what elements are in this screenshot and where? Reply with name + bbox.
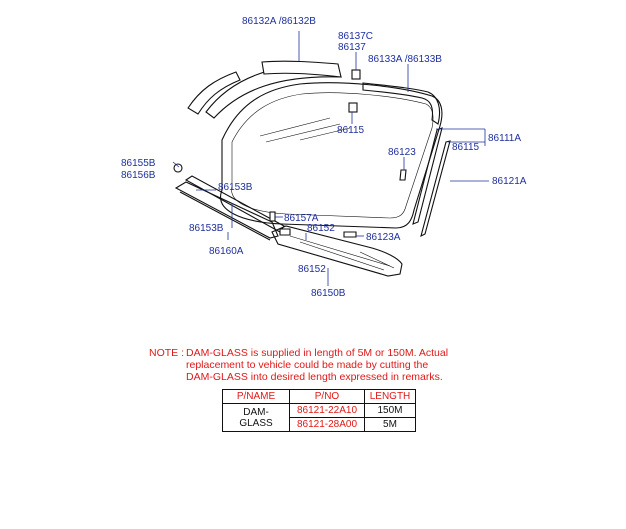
label-86137: 86137 (338, 42, 366, 53)
label-86156b: 86156B (121, 170, 156, 181)
table-header-row: P/NAME P/NO LENGTH (222, 389, 416, 404)
top-molding-86132 (187, 60, 342, 119)
cell-length-1: 150M (364, 403, 416, 418)
grommet-86155b (173, 163, 183, 173)
clip-86123 (399, 169, 407, 181)
note-body: DAM-GLASS is supplied in length of 5M or… (186, 347, 509, 383)
label-86137c: 86137C (338, 31, 373, 42)
cell-pno-2: 86121-28A00 (289, 417, 365, 432)
cell-length-2: 5M (364, 417, 416, 432)
fastener-86157a (269, 211, 276, 222)
label-86111a: 86111A (488, 133, 521, 144)
dam-glass-spec-table: P/NAME P/NO LENGTH DAM-GLASS 86121-22A10… (222, 389, 416, 432)
table-row: DAM-GLASS 86121-22A10 150M (222, 403, 416, 432)
label-86150b: 86150B (311, 288, 346, 299)
label-86160a: 86160A (209, 246, 244, 257)
header-length: LENGTH (364, 389, 416, 404)
header-pname: P/NAME (222, 389, 290, 404)
label-86121a: 86121A (492, 176, 527, 187)
label-86152-upper: 86152 (307, 223, 335, 234)
dam-glass-86121a (420, 140, 451, 238)
label-86152-lower: 86152 (298, 264, 326, 275)
note-line-1: DAM-GLASS is supplied in length of 5M or… (186, 347, 449, 359)
cell-pname: DAM-GLASS (222, 403, 290, 432)
clip-86137 (348, 69, 361, 113)
cowl-lower-86150b (271, 225, 403, 277)
side-molding-86133 (362, 82, 441, 125)
label-86153b-top: 86153B (218, 182, 253, 193)
label-86155b: 86155B (121, 158, 156, 169)
label-86123a: 86123A (366, 232, 401, 243)
note-line-2: replacement to vehicle could be made by … (186, 359, 429, 371)
header-pno: P/NO (289, 389, 365, 404)
cowl-panel-86153b (174, 175, 285, 241)
leader-lines (172, 31, 489, 286)
label-86115-top: 86115 (337, 125, 365, 136)
label-86157a: 86157A (284, 213, 319, 224)
label-86115-right: 86115 (452, 142, 480, 153)
note-line-3: DAM-GLASS into desired length expressed … (186, 371, 443, 383)
table-row: 86121-28A00 5M (223, 417, 416, 432)
label-86123: 86123 (388, 147, 416, 158)
label-86133: 86133A /86133B (368, 54, 442, 65)
label-86132: 86132A /86132B (242, 16, 316, 27)
label-86153b-low: 86153B (189, 223, 224, 234)
note-prefix: NOTE : (149, 347, 185, 359)
dam-glass-note: NOTE : DAM-GLASS is supplied in length o… (149, 347, 509, 383)
cell-pno-1: 86121-22A10 (289, 403, 365, 418)
clip-86152 (279, 228, 291, 236)
clip-86123a (343, 231, 357, 238)
